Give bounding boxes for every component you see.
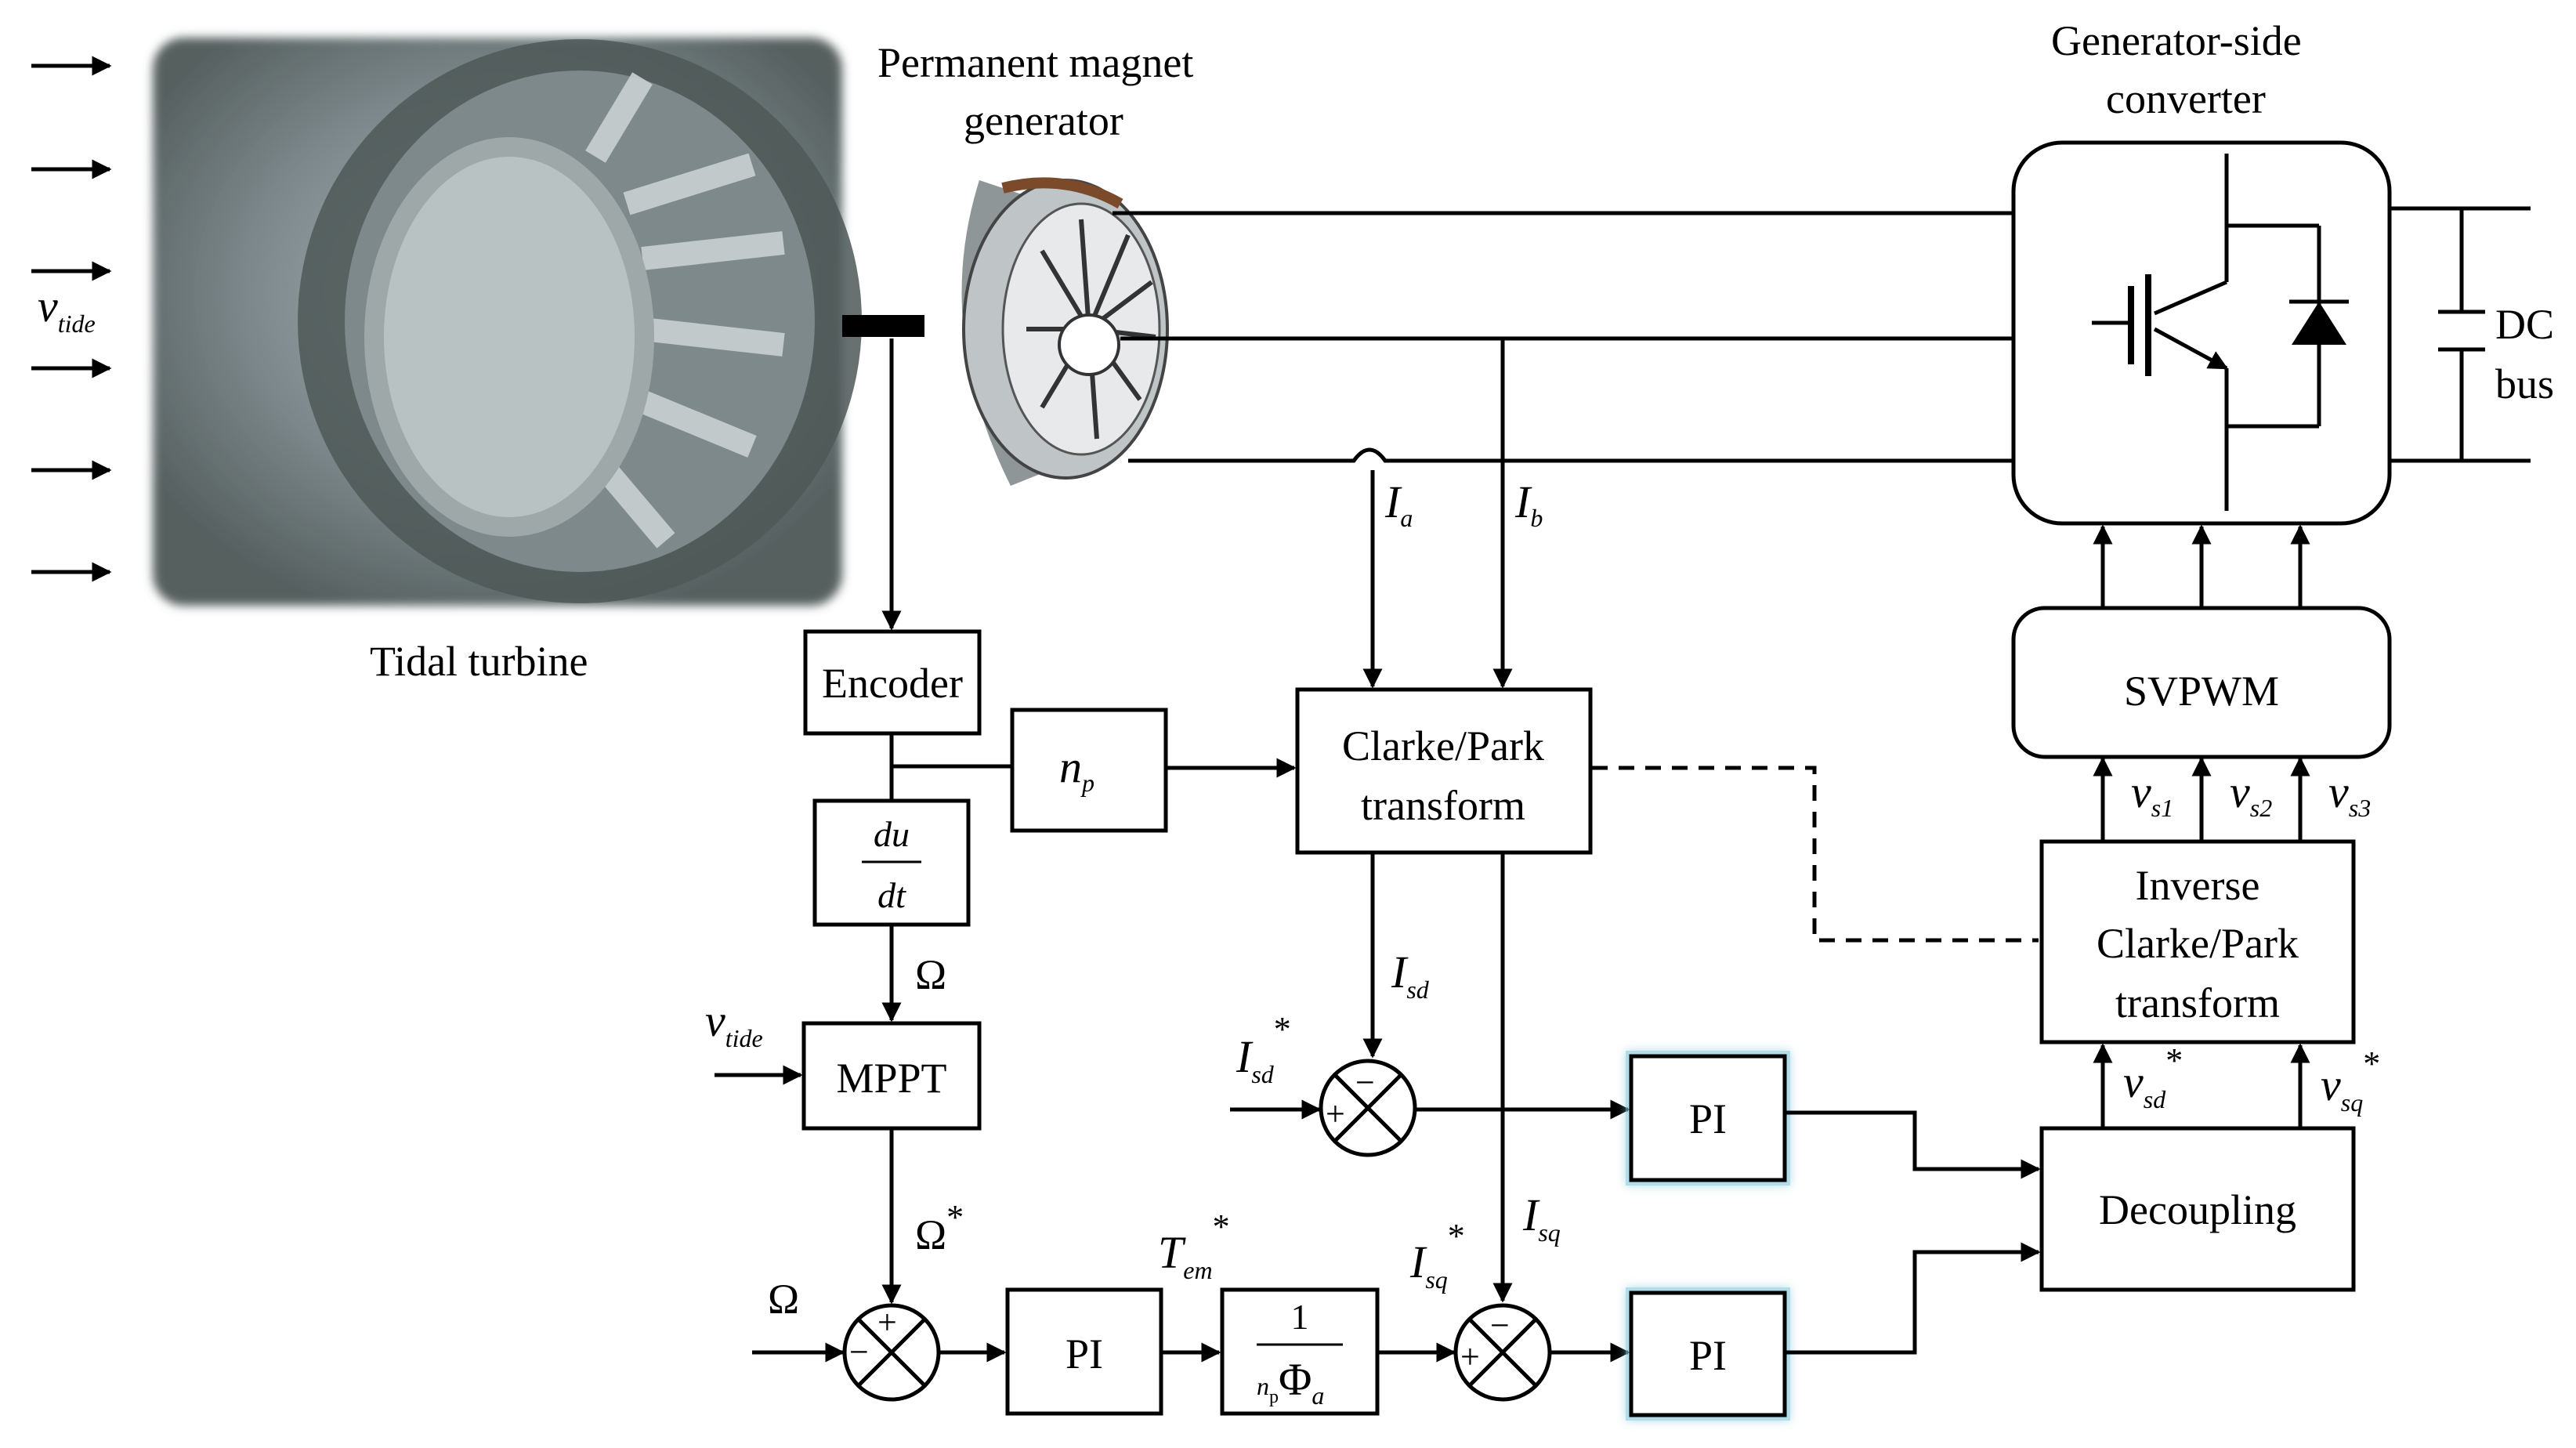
isq-label: Isq	[1522, 1189, 1561, 1247]
omega-feedback-label: Ω	[768, 1276, 799, 1323]
inverse-label-line2: Clarke/Park	[2097, 920, 2299, 967]
speed-summing-junction: + −	[842, 1303, 941, 1402]
np-label: np	[1059, 741, 1094, 797]
pole-pairs-block	[1010, 708, 1168, 833]
vsq-star-label: vsq*	[2321, 1044, 2380, 1117]
tidal-turbine-image	[153, 38, 862, 606]
tidal-turbine-label: Tidal turbine	[370, 638, 588, 685]
mppt-block	[801, 1021, 982, 1131]
angle-link-dashed	[1592, 766, 2039, 943]
torque-gain-block	[1220, 1287, 1380, 1416]
clarke-park-label-line2: transform	[1361, 782, 1525, 829]
inverse-label-line1: Inverse	[2136, 862, 2260, 909]
converter-label-line1: Generator-side	[2051, 17, 2302, 64]
decoupling-block	[2039, 1126, 2356, 1292]
pi-q-label: PI	[1689, 1332, 1727, 1379]
omega-star-label: Ω*	[915, 1198, 964, 1258]
converter-label-line2: converter	[2106, 75, 2266, 122]
v-tide-mppt-label: vtide	[705, 995, 763, 1052]
svg-text:+: +	[1326, 1095, 1345, 1133]
pi-speed-block	[1005, 1287, 1163, 1416]
pi-d-label: PI	[1689, 1095, 1727, 1142]
svg-text:−: −	[1355, 1063, 1375, 1102]
pi-speed-label: PI	[1065, 1330, 1103, 1377]
svg-text:−: −	[1490, 1306, 1510, 1345]
q-axis-summing-junction: − +	[1453, 1303, 1552, 1402]
clarke-park-label-line1: Clarke/Park	[1342, 722, 1544, 769]
vs3-label: vs3	[2328, 766, 2371, 822]
svg-text:+: +	[1460, 1338, 1480, 1376]
generator-label-line2: generator	[964, 97, 1123, 144]
pm-generator-image	[961, 177, 1169, 486]
turbine-shaft	[842, 315, 924, 337]
dt-label: dt	[877, 875, 906, 915]
torque-gain-den: npΦa	[1257, 1354, 1324, 1410]
dc-bus-label-line1: DC	[2495, 301, 2554, 348]
igbt-diode-symbol	[2092, 154, 2349, 511]
inverse-label-line3: transform	[2115, 979, 2280, 1026]
vs2-label: vs2	[2230, 766, 2272, 822]
du-label: du	[874, 814, 910, 854]
pi-d-block	[1629, 1054, 1787, 1182]
flow-arrows	[31, 56, 112, 582]
inverse-clarke-park-block	[2039, 839, 2356, 1044]
ib-label: Ib	[1514, 476, 1543, 532]
encoder-block	[803, 629, 982, 736]
omega-label-speed: Ω	[915, 951, 946, 998]
decoupling-label: Decoupling	[2099, 1186, 2296, 1233]
ia-label: Ia	[1384, 476, 1413, 532]
v-tide-input-label: vtide	[38, 281, 96, 338]
isq-star-label: Isq*	[1409, 1217, 1465, 1294]
torque-gain-num: 1	[1291, 1297, 1309, 1337]
svpwm-label: SVPWM	[2124, 668, 2279, 715]
isd-label: Isd	[1391, 947, 1430, 1004]
svg-text:−: −	[849, 1333, 869, 1371]
vsd-star-label: vsd*	[2123, 1041, 2183, 1113]
encoder-label: Encoder	[822, 660, 963, 707]
svg-text:+: +	[877, 1303, 897, 1341]
tem-star-label: Tem*	[1158, 1207, 1230, 1284]
generator-label-line1: Permanent magnet	[877, 39, 1193, 86]
mppt-label: MPPT	[836, 1055, 946, 1102]
vs1-label: vs1	[2131, 766, 2173, 822]
isd-star-label: Isd*	[1236, 1010, 1291, 1088]
dc-bus	[2390, 206, 2531, 463]
pi-q-block	[1629, 1291, 1787, 1417]
three-phase-lines	[1113, 211, 2013, 463]
dc-bus-label-line2: bus	[2495, 360, 2554, 407]
clarke-park-block	[1295, 687, 1593, 855]
d-axis-summing-junction: − +	[1319, 1059, 1417, 1157]
